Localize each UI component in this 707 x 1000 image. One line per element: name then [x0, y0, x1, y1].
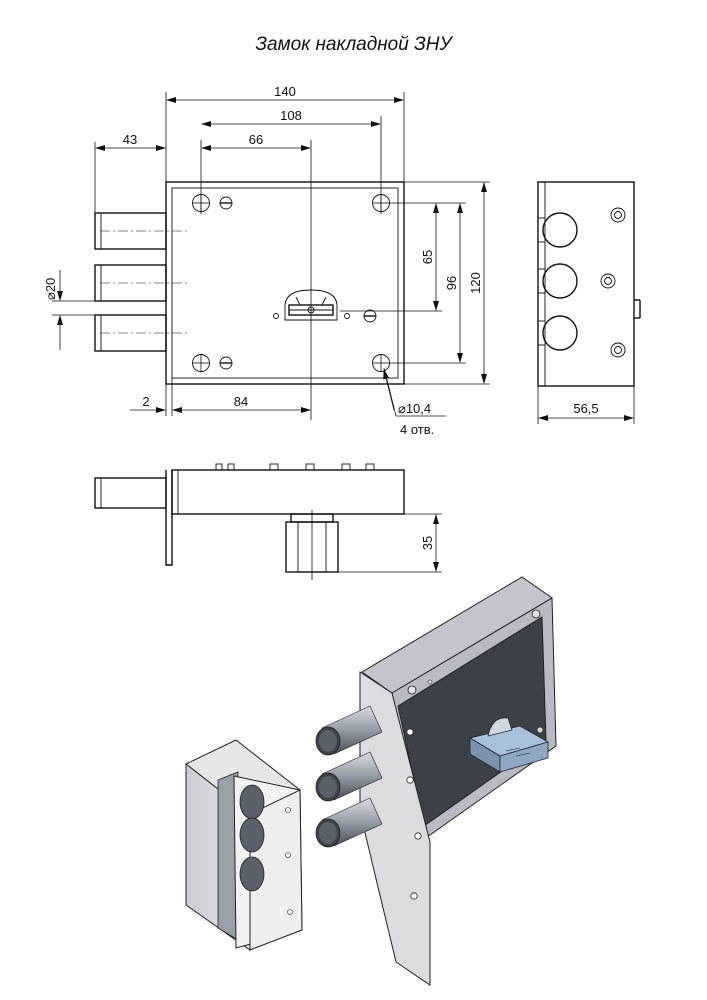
- dim-depth: 56,5: [573, 401, 598, 416]
- dim-hole-count: 4 отв.: [400, 422, 434, 437]
- top-case-outline: [171, 469, 405, 515]
- screw-top: [219, 196, 233, 210]
- iso-faceplate-hole: [414, 832, 422, 840]
- striker-screw-hole-top: [610, 207, 626, 223]
- dim-keyhole-height: 65: [420, 250, 435, 264]
- top-pins: [215, 463, 375, 471]
- front-view: 140 108 66 43 ⌀20 2 84 65 96 120: [43, 84, 490, 437]
- striker-outline: [537, 181, 635, 387]
- dim-bolt-diameter-label: ⌀20: [43, 278, 58, 300]
- striker-opening-3: [538, 315, 578, 351]
- dim-cylinder-length: 35: [420, 536, 435, 550]
- iso-striker-box: [185, 739, 303, 951]
- dim-bolt-diameter: 20: [43, 278, 58, 292]
- screw-right: [363, 309, 377, 323]
- iso-faceplate-hole: [410, 892, 418, 900]
- lock-case-inner-outline: [171, 187, 399, 379]
- iso-faceplate-hole: [406, 776, 414, 784]
- bolt-1: [94, 212, 190, 250]
- iso-bolt-3: [315, 797, 383, 848]
- cylinder-housing: [285, 510, 339, 580]
- leader-line-hole: [383, 367, 446, 417]
- keyhole-mechanism: [273, 289, 350, 321]
- iso-faceplate-hole: [406, 728, 414, 736]
- dim-height-total: 120: [468, 272, 483, 294]
- bolt-2: [94, 264, 190, 302]
- dim-keyhole-from-edge: 84: [234, 394, 248, 409]
- top-faceplate: [165, 470, 173, 566]
- dim-hole-spacing-v: 96: [444, 276, 459, 290]
- svg-text:⌀20: ⌀20: [43, 278, 58, 300]
- iso-bolt-2: [315, 751, 383, 802]
- mounting-hole-bottom-left: [192, 354, 210, 372]
- drawing-title: Замок накладной ЗНУ: [255, 34, 452, 55]
- striker-opening-2: [538, 263, 578, 299]
- leader-arrow-hole: [383, 369, 395, 411]
- iso-cylinder-mechanism: [468, 717, 550, 773]
- diameter-symbol-icon: ⌀: [398, 401, 406, 416]
- isometric-view: [185, 576, 557, 986]
- dim-hole-diameter: 10,4: [406, 401, 431, 416]
- mounting-hole-bottom-right: [372, 354, 390, 372]
- striker-opening-1: [538, 212, 578, 248]
- dim-keyhole-offset: 66: [249, 132, 263, 147]
- dim-bolt-projection: 43: [123, 132, 137, 147]
- dim-width-total: 140: [274, 84, 296, 99]
- top-bolt: [94, 477, 167, 509]
- top-view: 35: [94, 463, 442, 580]
- bolt-3: [94, 314, 190, 352]
- dim-hole-diameter-label: ⌀10,4: [398, 401, 431, 416]
- iso-lock-body: [361, 576, 557, 843]
- striker-screw-hole-bottom: [610, 342, 626, 358]
- striker-screw-hole-mid: [600, 273, 616, 289]
- lock-case-outline: [165, 181, 405, 385]
- screw-bottom: [219, 356, 233, 370]
- dim-plate-gap: 2: [142, 394, 149, 409]
- diameter-symbol-icon: ⌀: [43, 292, 58, 300]
- iso-bolt-1: [315, 705, 383, 756]
- dim-hole-spacing-h: 108: [280, 108, 302, 123]
- side-view-striker: 56,5: [537, 181, 641, 424]
